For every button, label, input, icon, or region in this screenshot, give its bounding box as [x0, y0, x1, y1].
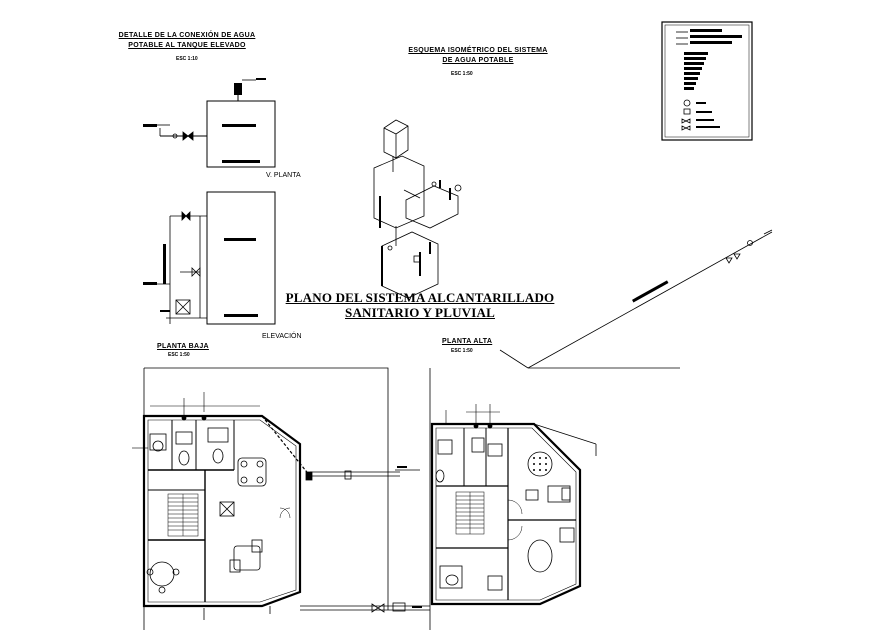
- main-title-line-2: SANITARIO Y PLUVIAL: [345, 305, 495, 320]
- upper-floor-plan: [429, 368, 597, 630]
- detail-title-line-2: POTABLE AL TANQUE ELEVADO: [128, 42, 246, 49]
- main-title-line-1: PLANO DEL SISTEMA ALCANTARILLADO: [285, 290, 555, 305]
- tank-elevation-view: [143, 191, 276, 325]
- tank-plan-view: [143, 78, 276, 168]
- iso-title-line-2: DE AGUA POTABLE: [442, 57, 514, 64]
- iso-title-line-1: ESQUEMA ISOMÉTRICO DEL SISTEMA: [408, 47, 548, 54]
- isometric-schematic: [373, 119, 773, 369]
- ground-floor-plan: [132, 367, 430, 630]
- planta-baja-scale: ESC 1:50: [168, 352, 190, 358]
- iso-scale: ESC 1:50: [451, 71, 473, 77]
- elevacion-label: ELEVACIÓN: [262, 333, 302, 340]
- detail-scale: ESC 1:10: [176, 56, 198, 62]
- v-planta-label: V. PLANTA: [266, 172, 301, 179]
- legend-box: [661, 21, 753, 141]
- planta-alta-title: PLANTA ALTA: [442, 338, 493, 345]
- planta-alta-scale: ESC 1:50: [451, 348, 473, 354]
- detail-title-line-1: DETALLE DE LA CONEXIÓN DE AGUA: [118, 32, 256, 39]
- planta-baja-title: PLANTA BAJA: [157, 343, 209, 350]
